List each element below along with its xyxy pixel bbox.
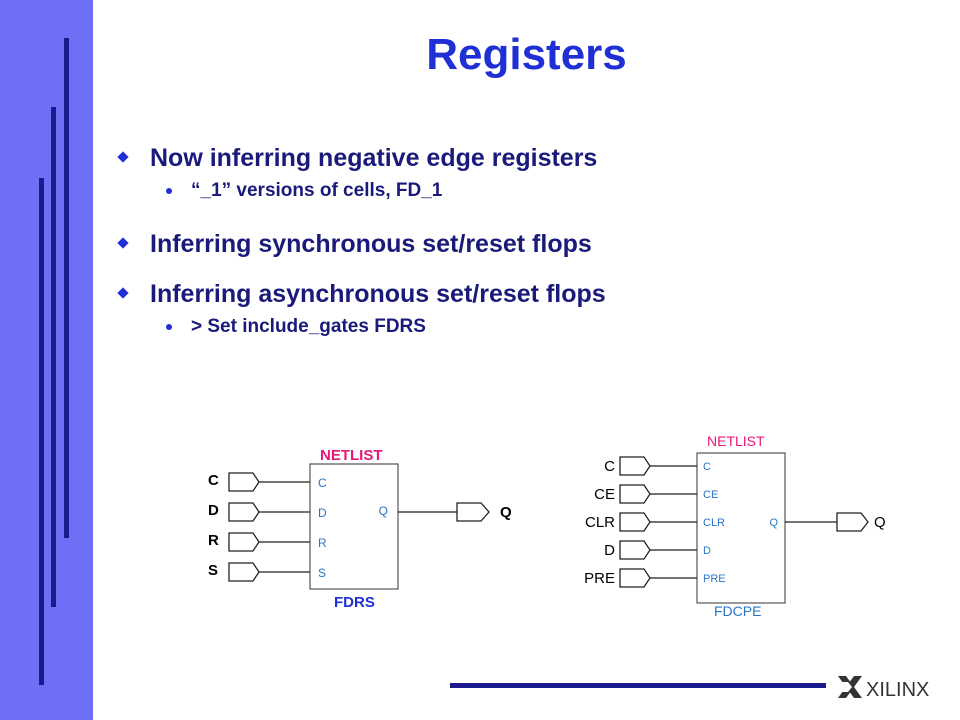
fdrs-input-label: C [208, 472, 219, 489]
fdcpe-input-CLR: CLR CLR [585, 512, 725, 532]
fdcpe-pin-label: CLR [703, 517, 725, 529]
fdcpe-cell-name: FDCPE [714, 603, 761, 619]
fdrs-input-S: S S [208, 562, 326, 582]
bullet-1-text: Now inferring negative edge registers [150, 144, 598, 172]
fdcpe-output-label: Q [874, 514, 886, 531]
fdcpe-input-CE: CE CE [594, 484, 718, 504]
xilinx-wordmark: XILINX [866, 679, 929, 701]
fdrs-output-Q: Q Q [379, 502, 512, 522]
output-port-icon [836, 512, 869, 532]
input-port-icon [619, 512, 651, 532]
fdcpe-input-label: PRE [584, 570, 615, 587]
fdrs-input-D: D D [208, 502, 327, 522]
fdrs-out-pin-label: Q [379, 504, 388, 518]
fdcpe-pin-label: PRE [703, 573, 726, 585]
bullet-list: Now inferring negative edge registers “_… [115, 140, 606, 342]
fdrs-pin-label: D [318, 506, 327, 520]
bullet-3-text: Inferring asynchronous set/reset flops [150, 280, 606, 308]
dot-bullet-icon [166, 188, 172, 194]
left-sidebar [0, 0, 93, 720]
diamond-bullet-icon [117, 151, 129, 163]
fdcpe-input-label: C [604, 458, 615, 475]
diamond-bullet-icon [117, 287, 129, 299]
fdrs-pin-label: R [318, 536, 327, 550]
slide-title: Registers [426, 30, 627, 79]
input-port-icon [228, 472, 260, 492]
diamond-bullet-icon [117, 237, 129, 249]
footer-divider [450, 683, 826, 688]
fdcpe-input-label: CE [594, 486, 615, 503]
bullet-1: Now inferring negative edge registers [115, 140, 606, 176]
fdcpe-cell-box [696, 452, 786, 604]
input-port-icon [619, 568, 651, 588]
fdcpe-input-D: D D [604, 540, 711, 560]
input-port-icon [228, 502, 260, 522]
fdcpe-input-label: CLR [585, 514, 615, 531]
input-port-icon [619, 484, 651, 504]
fdcpe-out-pin-label: Q [769, 517, 778, 529]
decor-bar-2 [51, 107, 56, 607]
fdrs-diagram: NETLIST FDRS C C D D R R S S Q Q [208, 447, 512, 611]
fdcpe-pin-label: D [703, 545, 711, 557]
dot-bullet-icon [166, 324, 172, 330]
fdrs-input-R: R R [208, 532, 327, 552]
xilinx-logo: XILINX [838, 676, 929, 701]
input-port-icon [619, 456, 651, 476]
fdcpe-netlist-label: NETLIST [707, 433, 765, 449]
bullet-2-text: Inferring synchronous set/reset flops [150, 230, 592, 258]
decor-bar-3 [39, 178, 44, 685]
fdrs-netlist-label: NETLIST [320, 447, 383, 464]
input-port-icon [228, 562, 260, 582]
fdcpe-diagram: NETLIST FDCPE C C CE CE CLR CLR D D PRE … [584, 433, 886, 619]
bullet-3: Inferring asynchronous set/reset flops [115, 276, 606, 312]
fdrs-input-C: C C [208, 472, 327, 492]
fdrs-cell-name: FDRS [334, 594, 375, 611]
fdcpe-pin-label: C [703, 461, 711, 473]
output-port-icon [456, 502, 490, 522]
fdcpe-input-label: D [604, 542, 615, 559]
fdcpe-output-Q: Q Q [769, 512, 886, 532]
sub-bullet-3-text: > Set include_gates FDRS [191, 316, 426, 337]
bullet-2: Inferring synchronous set/reset flops [115, 226, 606, 262]
fdrs-input-label: R [208, 532, 219, 549]
decor-bar-1 [64, 38, 69, 538]
fdrs-pin-label: S [318, 566, 326, 580]
fdrs-input-label: D [208, 502, 219, 519]
fdrs-input-label: S [208, 562, 218, 579]
fdrs-cell-box [309, 463, 399, 590]
fdcpe-input-C: C C [604, 456, 711, 476]
xilinx-x-icon [838, 676, 862, 698]
fdrs-output-label: Q [500, 504, 512, 521]
fdcpe-pin-label: CE [703, 489, 718, 501]
sub-bullet-3: > Set include_gates FDRS [115, 312, 606, 342]
input-port-icon [228, 532, 260, 552]
input-port-icon [619, 540, 651, 560]
fdcpe-input-PRE: PRE PRE [584, 568, 726, 588]
sub-bullet-1: “_1” versions of cells, FD_1 [115, 176, 606, 206]
sub-bullet-1-text: “_1” versions of cells, FD_1 [191, 180, 443, 201]
fdrs-pin-label: C [318, 476, 327, 490]
